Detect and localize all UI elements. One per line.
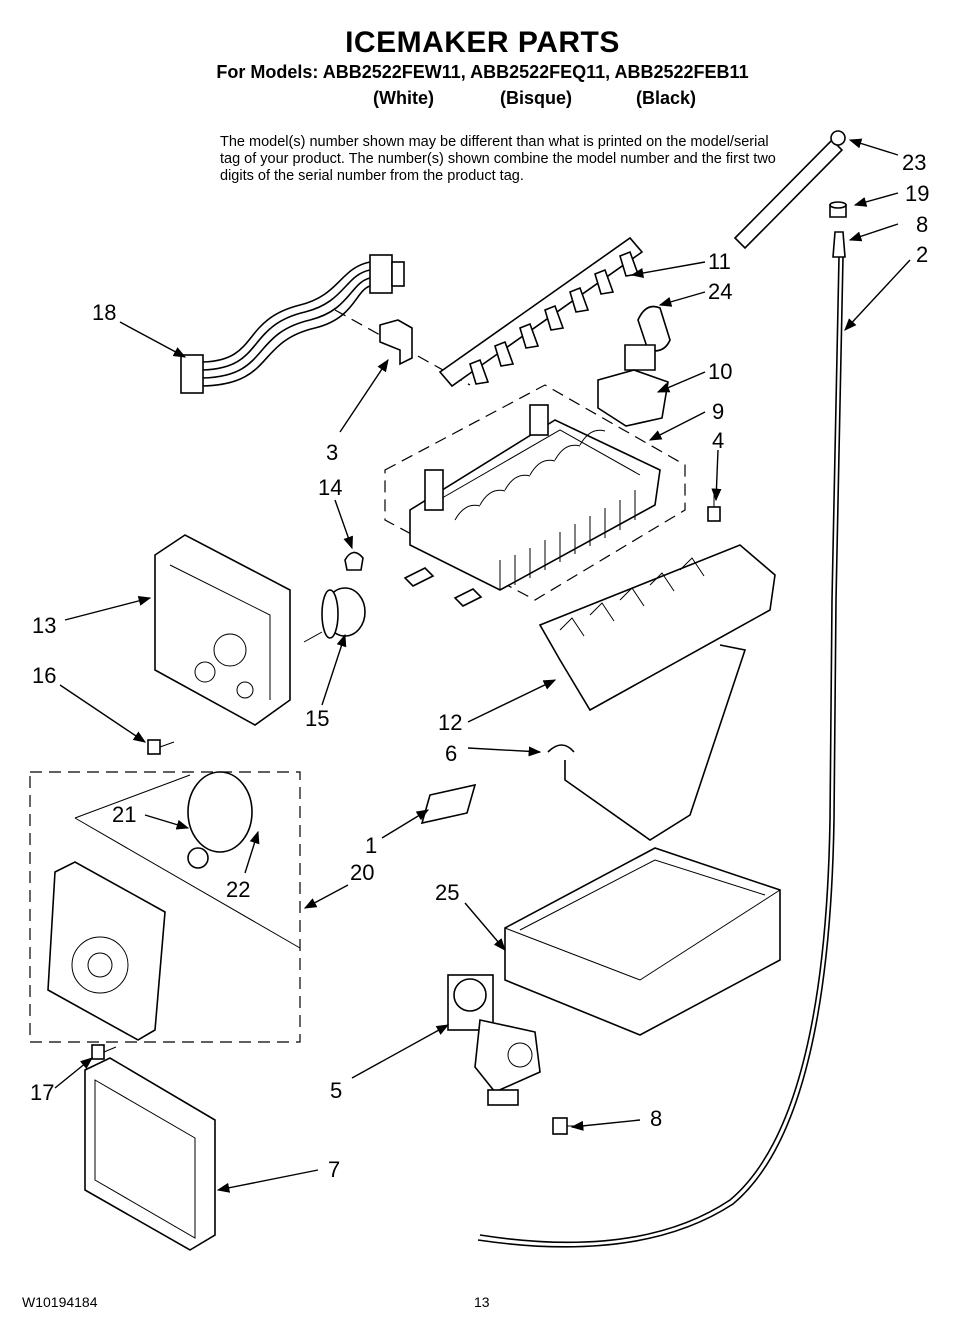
ice-mold [409, 404, 661, 591]
callout-4: 4 [712, 428, 724, 453]
callout-12: 12 [438, 710, 462, 735]
ejector-blade [438, 236, 644, 388]
motor-guide-lines [74, 774, 301, 949]
valve-fitting [552, 1117, 577, 1135]
callout-2: 2 [916, 242, 928, 267]
callout-16: 16 [32, 663, 56, 688]
callout-25: 25 [435, 880, 459, 905]
callout-19: 19 [905, 181, 929, 206]
variant-white: (White) [373, 88, 434, 108]
front-cover [84, 1057, 216, 1251]
mold-cover [597, 369, 669, 427]
ice-bin [504, 847, 781, 1036]
document-number: W10194184 [22, 1294, 98, 1310]
callout-21: 21 [112, 802, 136, 827]
models-line: For Models: ABB2522FEW11, ABB2522FEQ11, … [216, 62, 749, 82]
ice-stripper [538, 544, 776, 712]
thermostat-clip [344, 551, 364, 571]
housing-screw [147, 739, 175, 755]
callout-13: 13 [32, 613, 56, 638]
motor [187, 771, 253, 869]
variant-black: (Black) [636, 88, 697, 108]
model-number-notice: The model(s) number shown may be differe… [220, 134, 776, 184]
callout-18: 18 [92, 300, 116, 325]
callout-23: 23 [902, 150, 926, 175]
leader-lines [54, 138, 911, 1193]
callout-5: 5 [330, 1078, 342, 1103]
callout-1: 1 [365, 833, 377, 858]
callout-10: 10 [708, 359, 732, 384]
callout-22: 22 [226, 877, 250, 902]
page-number: 13 [474, 1294, 490, 1310]
callout-8-top: 8 [916, 212, 928, 237]
shutoff-arm [547, 644, 747, 841]
motor-assembly-dashed-outline [29, 771, 301, 1043]
callout-20: 20 [350, 860, 374, 885]
heater-terminal-2 [453, 588, 483, 607]
callout-3: 3 [326, 440, 338, 465]
motor-mount-plate [47, 861, 166, 1041]
clip [379, 319, 413, 366]
callout-9: 9 [712, 399, 724, 424]
callout-11: 11 [708, 249, 731, 274]
water-valve [447, 974, 541, 1106]
bracket-small [420, 783, 477, 825]
control-module-housing [154, 534, 291, 726]
callout-7: 7 [328, 1157, 340, 1182]
thermostat [303, 587, 366, 643]
callout-8-bottom: 8 [650, 1106, 662, 1131]
callout-6: 6 [445, 741, 457, 766]
fill-tube-assembly [477, 130, 847, 1248]
variant-bisque: (Bisque) [500, 88, 572, 108]
mold-dashed-outline [384, 384, 686, 601]
callout-17: 17 [30, 1080, 54, 1105]
callout-14: 14 [318, 475, 342, 500]
heater-terminal-1 [403, 567, 435, 587]
callout-24: 24 [708, 279, 732, 304]
page-title: ICEMAKER PARTS [345, 26, 620, 59]
callout-15: 15 [305, 706, 329, 731]
motor-plate-screw [91, 1044, 117, 1060]
mold-screw [707, 495, 721, 522]
bracket-base [624, 344, 656, 371]
wire-harness [180, 254, 405, 394]
